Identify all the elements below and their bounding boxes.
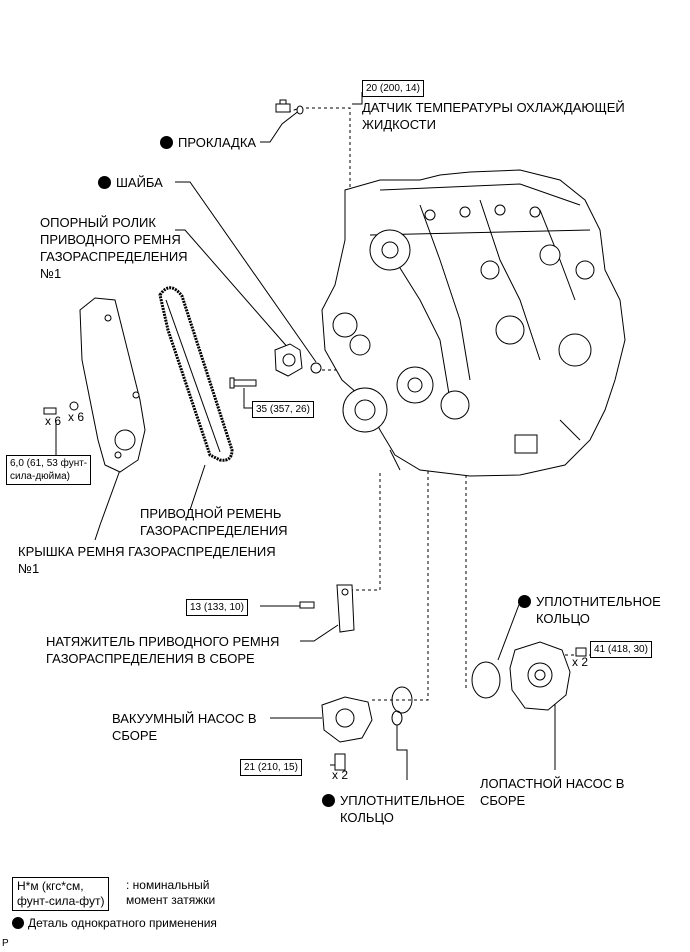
label-oring-bottom-line1: УПЛОТНИТЕЛЬНОЕ	[322, 792, 465, 809]
washer	[310, 362, 322, 374]
timing-belt-cover	[79, 297, 146, 473]
torque-idler-bolt: 35 (357, 26)	[252, 401, 314, 418]
label-oring-top: УПЛОТНИТЕЛЬНОЕ КОЛЬЦО	[518, 593, 661, 627]
vacuum-pump	[321, 696, 373, 771]
one-time-use-dot	[98, 176, 111, 189]
label-vacuum-pump: ВАКУУМНЫЙ НАСОС В СБОРЕ	[112, 710, 257, 744]
label-tensioner: НАТЯЖИТЕЛЬ ПРИВОДНОГО РЕМНЯ ГАЗОРАСПРЕДЕ…	[46, 633, 279, 667]
timing-belt-tensioner	[336, 584, 355, 633]
torque-vane-pump: 41 (418, 30)	[590, 641, 652, 658]
label-gasket: ПРОКЛАДКА	[160, 134, 256, 151]
label-belt-line2: ГАЗОРАСПРЕДЕЛЕНИЯ	[140, 523, 288, 538]
one-time-use-dot	[160, 136, 173, 149]
leader-idler	[175, 229, 291, 351]
idler-bolt	[229, 377, 257, 389]
label-idler-line3: ГАЗОРАСПРЕДЕЛЕНИЯ	[40, 249, 188, 264]
leader-tensioner	[300, 624, 339, 642]
label-vane-line1: ЛОПАСТНОЙ НАСОС В	[480, 776, 625, 791]
corner-mark: P	[2, 938, 9, 949]
dash-vacuum	[372, 470, 429, 701]
label-belt-line1: ПРИВОДНОЙ РЕМЕНЬ	[140, 506, 282, 521]
torque-tensioner-bolt: 13 (133, 10)	[186, 599, 248, 616]
engine-assembly	[321, 169, 626, 477]
cover-bolt-count-b: x 6	[68, 410, 85, 424]
one-time-use-dot	[518, 595, 531, 608]
torque-sensor: 20 (200, 14)	[362, 80, 424, 97]
vacuum-bolt-count: x 2	[332, 768, 349, 782]
leader-gasket	[260, 109, 301, 143]
label-oring-bottom-text: УПЛОТНИТЕЛЬНОЕ	[340, 793, 465, 808]
label-idler-line1: ОПОРНЫЙ РОЛИК	[40, 215, 156, 230]
torque-cover-bolts: 6,0 (61, 53 фунт- сила-дюйма)	[6, 455, 92, 485]
leader-cover	[94, 469, 121, 541]
label-idler-line2: ПРИВОДНОГО РЕМНЯ	[40, 232, 181, 247]
idler-pulley	[274, 343, 303, 377]
leader-belt	[189, 464, 206, 511]
coolant-temp-sensor	[275, 99, 291, 113]
gasket	[296, 105, 304, 115]
label-vacuum-line1: ВАКУУМНЫЙ НАСОС В	[112, 711, 257, 726]
label-oring-bottom: УПЛОТНИТЕЛЬНОЕ КОЛЬЦО	[322, 792, 465, 826]
label-oring-top-line2: КОЛЬЦО	[536, 611, 590, 626]
label-washer-text: ШАЙБА	[116, 175, 163, 190]
torque-cover-line2: сила-дюйма)	[10, 471, 70, 482]
torque-vacuum-pump: 21 (210, 15)	[240, 759, 302, 776]
tensioner-bolt	[299, 601, 315, 609]
one-time-use-dot	[12, 917, 24, 929]
label-sensor-line2: ЖИДКОСТИ	[362, 117, 436, 132]
legend-one-time: Деталь однократного применения	[12, 916, 217, 931]
label-cover-line2: №1	[18, 561, 40, 576]
timing-belt	[158, 286, 234, 462]
legend-unit-desc-line2: момент затяжки	[126, 893, 216, 907]
label-washer: ШАЙБА	[98, 174, 163, 191]
legend-unit-line1: Н*м (кгс*см,	[17, 879, 84, 893]
cover-bolt-count-a: x 6	[45, 414, 62, 428]
label-oring-top-text: УПЛОТНИТЕЛЬНОЕ	[536, 594, 661, 609]
label-vacuum-line2: СБОРЕ	[112, 728, 158, 743]
label-idler-line4: №1	[40, 266, 62, 281]
label-cover: КРЫШКА РЕМНЯ ГАЗОРАСПРЕДЕЛЕНИЯ №1	[18, 543, 276, 577]
one-time-use-dot	[322, 794, 335, 807]
leader-sensor	[352, 92, 363, 105]
torque-cover-line1: 6,0 (61, 53 фунт-	[10, 458, 88, 469]
label-tensioner-line2: ГАЗОРАСПРЕДЕЛЕНИЯ В СБОРЕ	[46, 651, 255, 666]
label-oring-top-line1: УПЛОТНИТЕЛЬНОЕ	[518, 593, 661, 610]
label-gasket-text: ПРОКЛАДКА	[178, 135, 257, 150]
dash-tensioner	[350, 470, 381, 591]
cover-bolts	[43, 401, 79, 415]
label-cover-line1: КРЫШКА РЕМНЯ ГАЗОРАСПРЕДЕЛЕНИЯ	[18, 544, 276, 559]
leader-oring-top	[497, 601, 521, 661]
label-sensor-line1: ДАТЧИК ТЕМПЕРАТУРЫ ОХЛАЖДАЮЩЕЙ	[362, 100, 625, 115]
legend-one-time-text: Деталь однократного применения	[28, 916, 217, 930]
legend-unit-line2: фунт-сила-фут)	[17, 894, 105, 908]
label-vane-line2: СБОРЕ	[480, 793, 526, 808]
leader-oring-bot	[396, 725, 408, 780]
vacuum-oring-small	[391, 710, 403, 726]
vacuum-oring-large	[391, 686, 413, 714]
label-vane-pump: ЛОПАСТНОЙ НАСОС В СБОРЕ	[480, 775, 624, 809]
label-belt: ПРИВОДНОЙ РЕМЕНЬ ГАЗОРАСПРЕДЕЛЕНИЯ	[140, 505, 288, 539]
legend-unit-desc-line1: : номинальный	[126, 878, 210, 892]
leader-washer	[175, 181, 317, 363]
label-tensioner-line1: НАТЯЖИТЕЛЬ ПРИВОДНОГО РЕМНЯ	[46, 634, 280, 649]
vane-bolt-count: x 2	[572, 655, 589, 669]
label-oring-bottom-line2: КОЛЬЦО	[340, 810, 394, 825]
label-idler: ОПОРНЫЙ РОЛИК ПРИВОДНОГО РЕМНЯ ГАЗОРАСПР…	[40, 214, 188, 282]
leader-idler-bolt	[243, 388, 252, 409]
legend-unit-box: Н*м (кгс*см, фунт-сила-фут)	[12, 877, 110, 911]
dash-sensor	[300, 107, 351, 290]
legend-unit-desc: : номинальный момент затяжки	[126, 878, 215, 908]
vane-oring	[471, 661, 501, 699]
vane-pump	[509, 641, 587, 711]
label-sensor: ДАТЧИК ТЕМПЕРАТУРЫ ОХЛАЖДАЮЩЕЙ ЖИДКОСТИ	[362, 99, 625, 133]
